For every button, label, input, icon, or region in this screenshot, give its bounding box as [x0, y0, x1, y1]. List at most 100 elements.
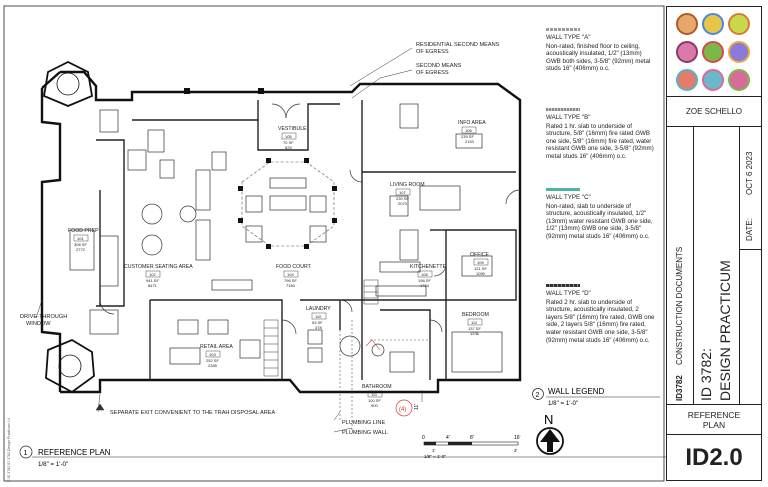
swatch-7	[676, 69, 698, 91]
date-divider	[739, 127, 761, 250]
room-living-room: LIVING ROOM 107 230 SF 2073	[390, 182, 425, 206]
room-food-court: FOOD COURT 104 796 SF 7160	[276, 264, 312, 288]
svg-text:53 SF: 53 SF	[312, 320, 323, 325]
columns	[184, 88, 337, 249]
wall-type-a-label: WALL TYPE "A"	[546, 34, 591, 41]
svg-text:INFO AREA: INFO AREA	[458, 120, 486, 126]
svg-text:1236: 1236	[470, 331, 480, 336]
svg-text:109: 109	[477, 260, 484, 265]
callout-drive-through-2: WINDOW	[26, 321, 51, 327]
swatch-9	[728, 69, 750, 91]
room-vestibule: VESTIBULE 105 70 SF 629	[278, 126, 307, 150]
wall-type-b-label: WALL TYPE "B"	[546, 114, 591, 121]
date-label: DATE:	[745, 218, 754, 241]
svg-text:VESTIBULE: VESTIBULE	[278, 126, 307, 132]
svg-text:629: 629	[285, 145, 292, 150]
callout-separate-exit: SEPARATE EXIT CONVENIENT TO THE TRAH DIS…	[110, 410, 276, 416]
course-line-1: ID 3782:	[698, 348, 714, 401]
svg-text:107: 107	[399, 190, 406, 195]
sheet-title-cell: REFERENCE PLAN	[667, 405, 761, 435]
callout-plumbing-line: PLUMBING LINE	[342, 420, 385, 426]
callout-second-egress-1: SECOND MEANS	[416, 63, 462, 69]
svg-text:8471: 8471	[148, 283, 158, 288]
svg-text:252 SF: 252 SF	[206, 358, 219, 363]
reference-plan-label: REFERENCE PLAN	[38, 448, 111, 457]
svg-text:70 SF: 70 SF	[283, 140, 294, 145]
room-info-area: INFO AREA 106 239 SF 2153	[458, 120, 486, 144]
svg-text:LIVING ROOM: LIVING ROOM	[390, 182, 425, 188]
wall-type-b: WALL TYPE "B" Rated 1 hr. slab to unders…	[546, 108, 656, 161]
svg-text:FOOD PREP: FOOD PREP	[68, 228, 99, 234]
svg-text:1784: 1784	[420, 283, 430, 288]
svg-text:121 SF: 121 SF	[474, 266, 487, 271]
wall-type-c-text: Non-rated, slab to underside of structur…	[546, 202, 653, 240]
svg-text:2': 2'	[514, 448, 518, 453]
corner-towers	[42, 60, 95, 394]
svg-text:CUSTOMER SEATING AREA: CUSTOMER SEATING AREA	[124, 264, 193, 270]
room-labels: VESTIBULE 105 70 SF 629 INFO AREA 106 23…	[68, 120, 490, 408]
sheet-number-cell: ID2.0	[667, 435, 761, 480]
title-block: ZOE SCHELLO ID3782 CONSTRUCTION DOCUMENT…	[666, 6, 762, 481]
svg-text:137 SF: 137 SF	[468, 326, 481, 331]
callout-residential-egress-2: OF EGRESS	[416, 49, 449, 55]
svg-text:OFFICE: OFFICE	[470, 252, 490, 258]
revision-tag: (4)	[399, 407, 406, 413]
room-food-prep: FOOD PREP 101 308 SF 2772	[68, 228, 99, 252]
svg-text:230 SF: 230 SF	[396, 196, 409, 201]
reference-plan-number: 1	[24, 450, 28, 457]
svg-text:LAUNDRY: LAUNDRY	[306, 306, 331, 312]
wall-type-a: WALL TYPE "A" Non-rated, finished floor …	[546, 28, 656, 73]
project-divider-1	[667, 127, 694, 405]
door-swings	[99, 103, 521, 335]
room-retail-area: RETAIL AREA 103 252 SF 2265	[200, 344, 233, 368]
north-arrow: N	[536, 412, 564, 455]
sheet-number: ID2.0	[685, 443, 743, 471]
scale-bar: 0 4' 8' 16' 1' 2' 1/8" = 1'-0"	[422, 435, 521, 459]
room-bathroom: BATHROOM 111 100 SF 900	[362, 384, 392, 408]
wall-type-a-swatch	[546, 28, 580, 31]
room-bedroom: BEDROOM 112 137 SF 1236	[462, 312, 489, 336]
svg-text:102: 102	[149, 272, 156, 277]
callout-leaders	[35, 47, 423, 433]
svg-text:0: 0	[422, 435, 425, 441]
food-court-pattern	[241, 161, 335, 247]
svg-text:900: 900	[371, 403, 378, 408]
svg-text:RETAIL AREA: RETAIL AREA	[200, 344, 233, 350]
svg-text:BEDROOM: BEDROOM	[462, 312, 489, 318]
svg-text:KITCHENETTE: KITCHENETTE	[410, 264, 447, 270]
svg-text:103: 103	[209, 352, 216, 357]
room-office: OFFICE 109 121 SF 1090	[470, 252, 490, 276]
swatch-6	[728, 41, 750, 63]
svg-text:104: 104	[287, 272, 294, 277]
furniture	[69, 103, 503, 373]
revision-tag-circle	[395, 399, 413, 417]
svg-text:239 SF: 239 SF	[461, 134, 474, 139]
svg-text:7160: 7160	[286, 283, 296, 288]
swatch-circles	[676, 13, 750, 91]
wall-legend-title: 2 WALL LEGEND 1/8" = 1'-0"	[532, 387, 660, 407]
callout-plumbing-wall: PLUMBING WALL	[342, 430, 388, 436]
reference-plan-scale: 1/8" = 1'-0"	[38, 461, 68, 468]
wall-legend-label: WALL LEGEND	[548, 387, 605, 396]
course-line-2: DESIGN PRACTICUM	[717, 260, 733, 401]
svg-text:100 SF: 100 SF	[368, 398, 381, 403]
svg-text:2073: 2073	[398, 201, 408, 206]
room-kitchenette: KITCHENETTE 108 198 SF 1784	[410, 264, 447, 288]
room-customer-seating: CUSTOMER SEATING AREA 102 941 SF 8471	[124, 264, 193, 288]
reference-plan-title: 1 REFERENCE PLAN 1/8" = 1'-0"	[19, 445, 666, 468]
swatch-grid	[667, 7, 761, 97]
svg-text:16': 16'	[514, 435, 521, 441]
svg-text:4': 4'	[446, 435, 450, 441]
swatch-8	[702, 69, 724, 91]
doc-divider	[667, 127, 693, 249]
svg-text:105: 105	[285, 134, 292, 139]
svg-text:FOOD COURT: FOOD COURT	[276, 264, 312, 270]
svg-text:1': 1'	[432, 448, 436, 453]
wall-type-b-swatch	[546, 108, 580, 111]
svg-text:108: 108	[421, 272, 428, 277]
north-label: N	[544, 412, 553, 427]
svg-text:111: 111	[371, 392, 378, 397]
copyright-text: © ID 3782 ID 3782 Design Practicum I-4	[7, 418, 11, 482]
svg-text:110: 110	[315, 314, 322, 319]
swatch-3	[728, 13, 750, 35]
